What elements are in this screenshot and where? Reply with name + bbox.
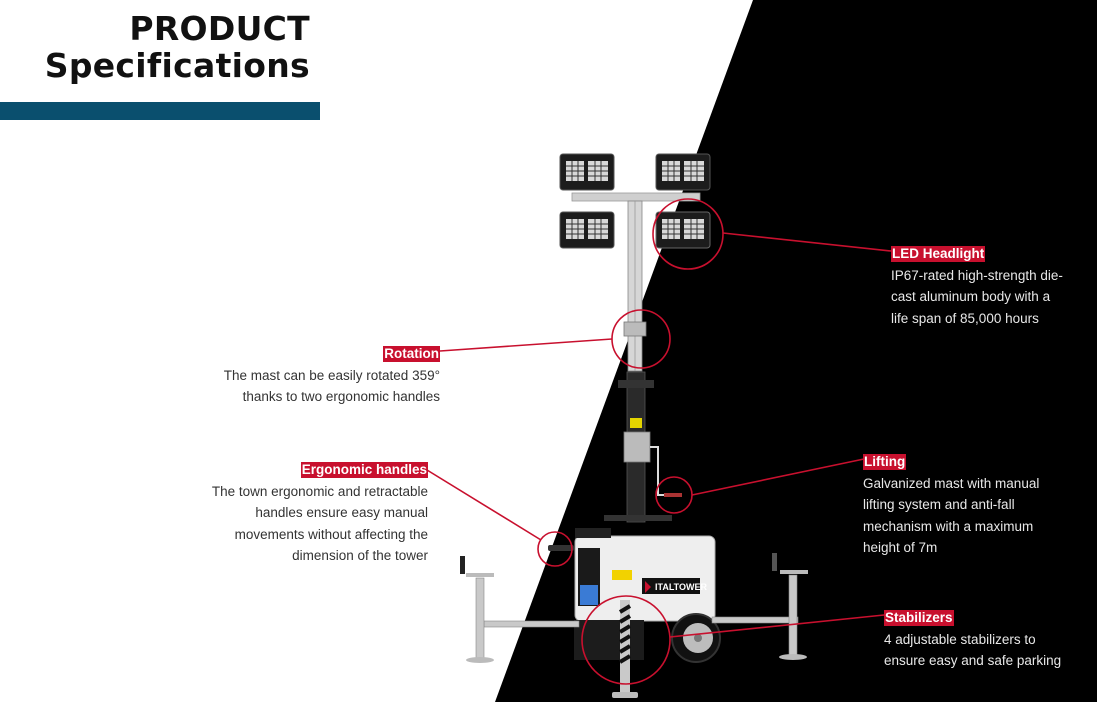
callout-lifting: Lifting Galvanized mast with manual lift… xyxy=(863,451,1039,559)
brand-plate xyxy=(642,578,700,594)
stabilizer-leg-right xyxy=(772,553,808,660)
light-tower-illustration: ITALTOWER xyxy=(460,153,808,698)
callout-line-led-headlight xyxy=(722,232,892,252)
title-line-2: Specifications xyxy=(44,46,310,85)
floodlight-bottom-left xyxy=(559,211,615,249)
callout-description: 4 adjustable stabilizers to ensure easy … xyxy=(884,631,1062,669)
title-line-1: PRODUCT xyxy=(129,9,310,48)
callout-circle-stabilizers xyxy=(581,595,671,685)
callout-line-rotation xyxy=(439,338,613,352)
stabilizer-arm-right xyxy=(711,616,799,624)
dark-diagonal-panel xyxy=(495,0,1097,702)
floodlight-top-right xyxy=(655,153,711,191)
callout-description: The mast can be easily rotated 359° than… xyxy=(223,367,440,405)
callout-ergonomic-handles: Ergonomic handles The town ergonomic and… xyxy=(212,459,428,567)
callout-title: Stabilizers xyxy=(884,610,954,626)
callout-rotation: Rotation The mast can be easily rotated … xyxy=(224,343,440,408)
winch xyxy=(623,431,651,463)
callout-circle-ergonomic-handles xyxy=(537,531,573,567)
stabilizer-arm-left xyxy=(483,620,580,628)
callout-description: The town ergonomic and retractable handl… xyxy=(211,483,428,564)
callout-line-ergonomic-handles xyxy=(426,469,542,541)
callout-title: Ergonomic handles xyxy=(300,462,428,478)
callout-description: Galvanized mast with manual lifting syst… xyxy=(863,475,1040,556)
stabilizer-leg-left xyxy=(460,556,494,663)
callout-title: LED Headlight xyxy=(891,246,986,262)
callout-description: IP67-rated high-strength die- cast alumi… xyxy=(891,267,1063,326)
callout-leaders xyxy=(426,198,892,685)
floodlight-bottom-right xyxy=(655,211,711,249)
floodlight-top-left xyxy=(559,153,615,191)
callout-line-lifting xyxy=(691,458,865,496)
callout-title: Lifting xyxy=(863,454,907,470)
callout-circle-led-headlight xyxy=(652,198,724,270)
page-title: PRODUCT Specifications xyxy=(45,10,310,84)
brand-label: ITALTOWER xyxy=(655,582,707,592)
callout-title: Rotation xyxy=(383,346,440,362)
callout-led-headlight: LED Headlight IP67-rated high-strength d… xyxy=(891,243,1063,329)
front-jack xyxy=(620,600,630,692)
title-accent-bar xyxy=(0,102,320,120)
callout-stabilizers: Stabilizers 4 adjustable stabilizers to … xyxy=(884,607,1061,672)
callout-line-stabilizers xyxy=(669,614,885,638)
